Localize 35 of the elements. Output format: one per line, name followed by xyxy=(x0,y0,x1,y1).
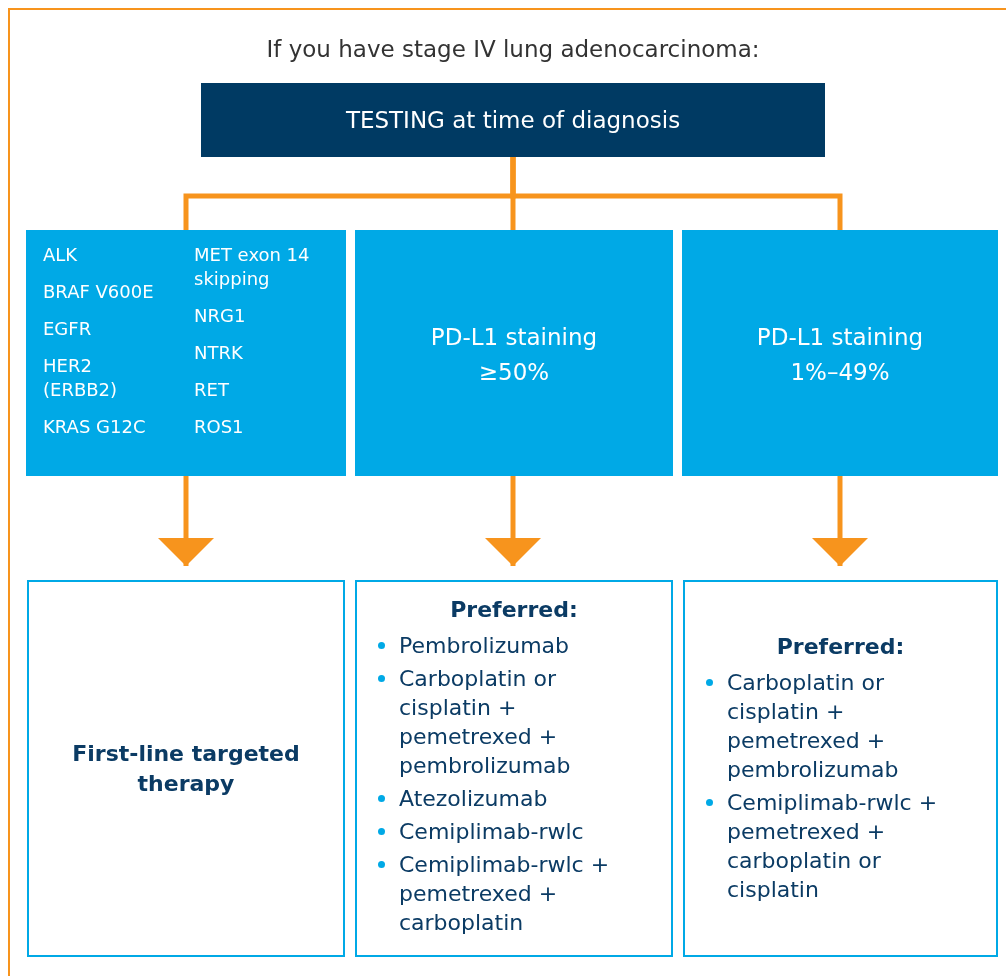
arrow xyxy=(158,476,214,566)
biomarker-label: HER2 (ERBB2) xyxy=(43,354,119,402)
box-label: PD-L1 staining 1%–49% xyxy=(755,323,925,387)
treatment-box xyxy=(683,580,998,957)
list-heading: Preferred: xyxy=(449,597,579,622)
list-item: Cemiplimab-rwlc + pemetrexed + carboplatin or cisplatin xyxy=(727,790,938,902)
box-label: TESTING at time of diagnosis xyxy=(345,107,681,133)
testing-box xyxy=(201,83,825,157)
biomarker-label: RET xyxy=(194,378,230,402)
biomarker-label: ALK xyxy=(43,243,79,267)
pdl1-box xyxy=(682,230,998,476)
biomarker-label: KRAS G12C xyxy=(43,415,147,439)
treatment-label: First-line targeted therapy xyxy=(71,739,301,798)
biomarker-label: NRG1 xyxy=(194,304,247,328)
list-item: Cemiplimab-rwlc + pemetrexed + carboplatin xyxy=(399,852,610,935)
list-item: Cemiplimab-rwlc xyxy=(399,819,584,844)
list-item: Atezolizumab xyxy=(399,786,548,811)
box-label: PD-L1 staining ≥50% xyxy=(429,323,599,387)
biomarker-label: ROS1 xyxy=(194,415,245,439)
biomarker-box xyxy=(26,230,346,476)
list-item: Carboplatin or cisplatin + pemetrexed + pembrolizumab xyxy=(727,670,899,782)
list-item: Pembrolizumab xyxy=(399,633,570,658)
list-item: Carboplatin or cisplatin + pemetrexed + pembrolizumab xyxy=(399,666,571,778)
list-heading: Preferred: xyxy=(775,634,906,659)
treatment-box xyxy=(355,580,673,957)
arrow xyxy=(485,476,541,566)
pdl1-box xyxy=(355,230,673,476)
treatment-box xyxy=(27,580,345,957)
biomarker-label: NTRK xyxy=(194,341,244,365)
biomarker-label: EGFR xyxy=(43,317,93,341)
biomarker-label: MET exon 14 skipping xyxy=(194,243,311,291)
title: If you have stage IV lung adenocarcinoma: xyxy=(265,36,761,62)
arrow xyxy=(812,476,868,566)
biomarker-label: BRAF V600E xyxy=(43,280,155,304)
connector-line xyxy=(510,157,843,230)
